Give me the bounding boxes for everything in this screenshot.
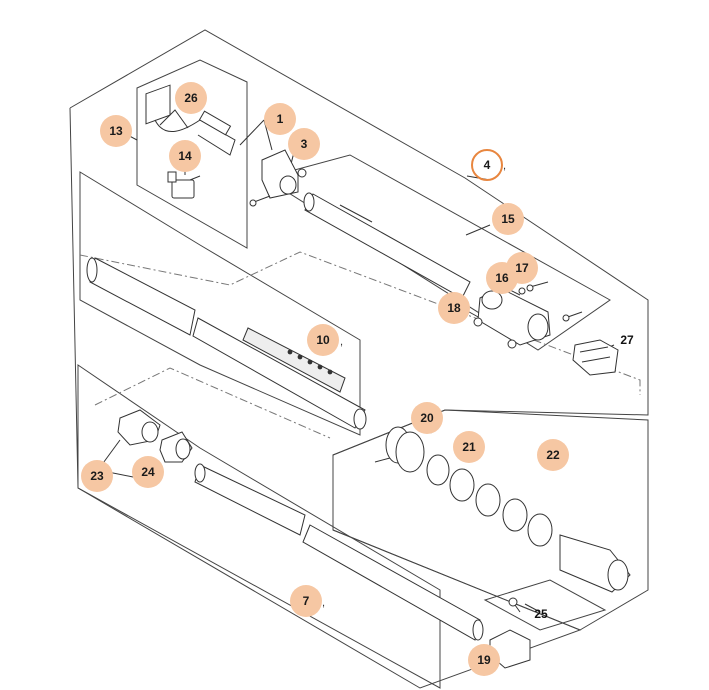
axis-line-lower	[94, 367, 331, 439]
callout-3[interactable]: 3	[288, 128, 320, 160]
axis-line-upper	[79, 251, 641, 395]
callout-4-suffix: ,	[503, 160, 507, 172]
shaft-part-10	[86, 257, 367, 430]
switch-bracket-part	[145, 84, 236, 156]
callout-4[interactable]: 4	[471, 149, 503, 181]
callout-24[interactable]: 24	[132, 456, 164, 488]
main-frame	[69, 29, 649, 689]
callout-22[interactable]: 22	[537, 439, 569, 471]
gear-assembly-part-22	[374, 426, 631, 593]
box-switch	[136, 59, 248, 249]
callout-7-suffix: ,	[322, 597, 326, 609]
switch-part	[167, 171, 201, 199]
callout-7[interactable]: 7	[290, 585, 322, 617]
coupling-part-24	[159, 431, 193, 463]
nut-part-3	[297, 168, 307, 178]
box-gear-22	[332, 409, 649, 631]
drive-tube-part	[303, 192, 471, 299]
callout-21[interactable]: 21	[453, 431, 485, 463]
callout-14[interactable]: 14	[169, 140, 201, 172]
callout-23[interactable]: 23	[81, 460, 113, 492]
callout-18[interactable]: 18	[438, 292, 470, 324]
box-drive-tube	[263, 154, 611, 351]
callout-10-suffix: ,	[340, 336, 344, 348]
callout-13[interactable]: 13	[100, 115, 132, 147]
screw-part-25	[508, 597, 521, 613]
callout-17[interactable]: 17	[506, 252, 538, 284]
shaft-part-7	[194, 463, 484, 641]
callout-15[interactable]: 15	[492, 203, 524, 235]
housing-part-27	[572, 339, 619, 376]
clamp-block-part	[477, 287, 551, 346]
callout-26[interactable]: 26	[175, 82, 207, 114]
callout-10[interactable]: 10	[307, 324, 339, 356]
box-screw-25	[483, 579, 607, 631]
callout-19[interactable]: 19	[468, 644, 500, 676]
clamp-part	[249, 149, 299, 207]
coupling-part-23	[117, 409, 161, 446]
callout-20[interactable]: 20	[411, 402, 443, 434]
callout-27[interactable]: 27	[620, 333, 634, 347]
callout-25[interactable]: 25	[534, 607, 548, 621]
screw-part-17	[473, 281, 583, 349]
callout-1[interactable]: 1	[264, 103, 296, 135]
box-shaft-10	[79, 171, 361, 436]
